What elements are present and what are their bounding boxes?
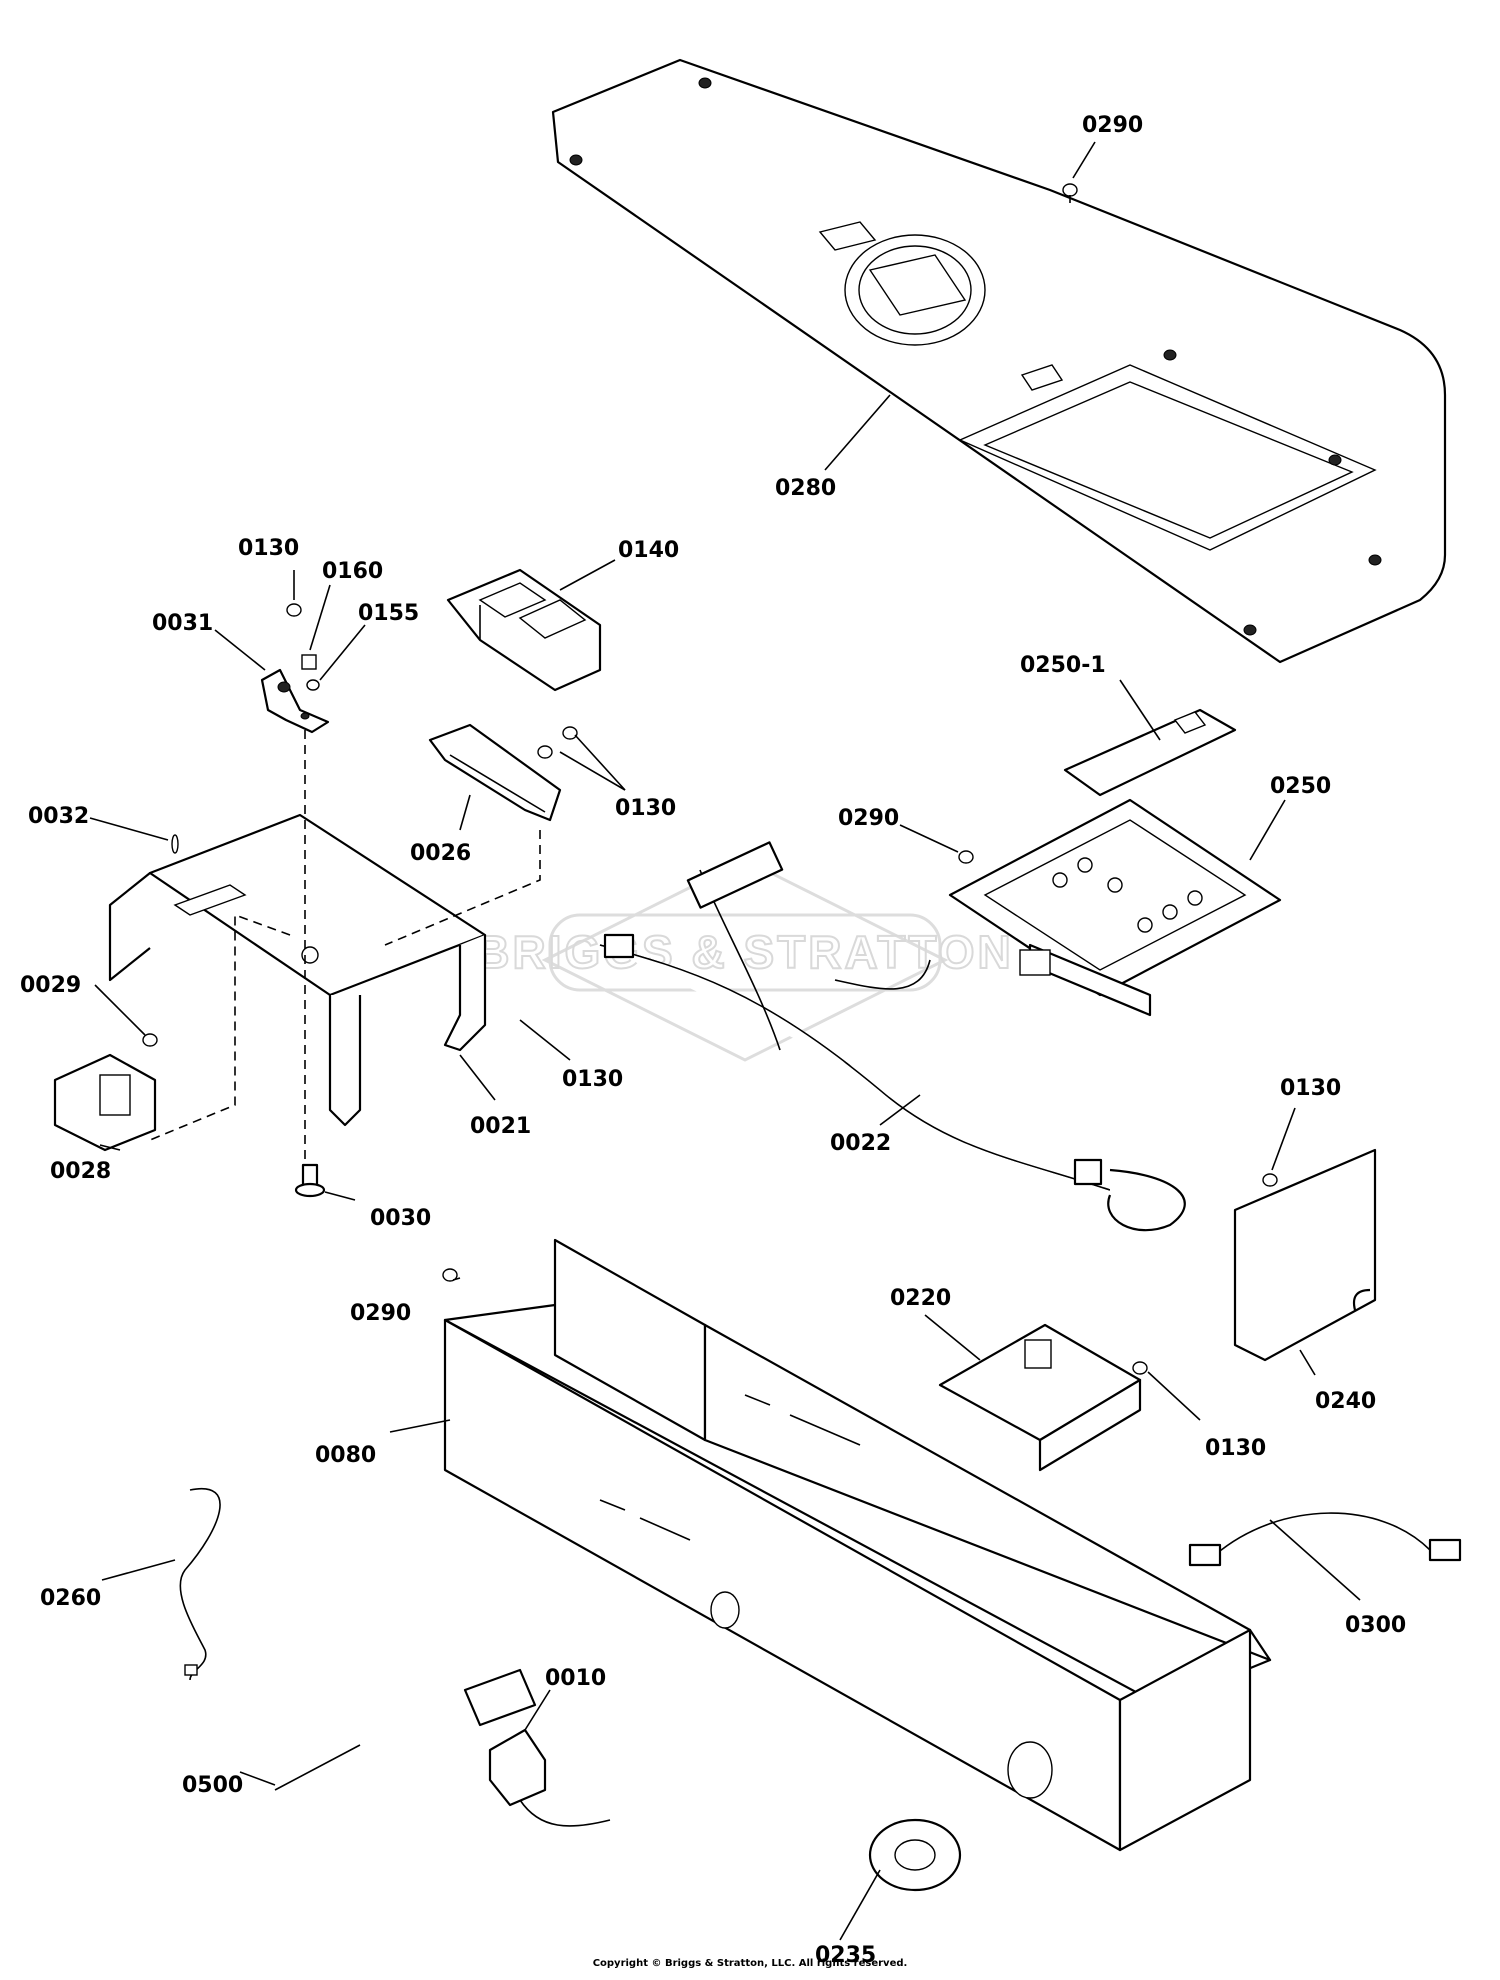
callout-0250: 0250 <box>1270 774 1331 799</box>
holder-0028 <box>53 1053 157 1152</box>
callout-0290-top: 0290 <box>1082 113 1143 138</box>
bolt-0030 <box>294 1163 326 1198</box>
callout-0290-middle: 0290 <box>838 806 899 831</box>
callout-0026: 0026 <box>410 841 471 866</box>
callout-0130-a: 0130 <box>238 536 299 561</box>
rod-0500 <box>274 1744 361 1791</box>
callout-0160: 0160 <box>322 559 383 584</box>
callout-0028: 0028 <box>50 1159 111 1184</box>
transformer-0010 <box>463 1668 611 1827</box>
cover-0250-1 <box>1063 708 1237 797</box>
callout-0250-1: 0250-1 <box>1020 653 1106 678</box>
watermark: BRIGGS & STRATTON <box>475 858 1013 1062</box>
callout-0030: 0030 <box>370 1206 431 1231</box>
cable-0300 <box>1188 1512 1462 1567</box>
bracket-0031 <box>260 668 330 734</box>
callout-0021: 0021 <box>470 1114 531 1139</box>
top-cover-0280 <box>551 58 1447 664</box>
callout-0240: 0240 <box>1315 1389 1376 1414</box>
breaker-0140 <box>446 568 602 692</box>
assembly-lines <box>149 730 541 1160</box>
callout-labels: 0280 0290 0130 0160 0155 0031 0140 0250-… <box>20 113 1406 1968</box>
rail-0026 <box>428 723 562 822</box>
callout-0029: 0029 <box>20 973 81 998</box>
callout-0080: 0080 <box>315 1443 376 1468</box>
wire-harness-0022 <box>599 841 1186 1232</box>
callout-0220: 0220 <box>890 1286 951 1311</box>
callout-0290-lower: 0290 <box>350 1301 411 1326</box>
control-panel-0250 <box>948 798 1282 1017</box>
screw-0290-top <box>1062 183 1078 203</box>
leader-lines <box>89 141 1361 1941</box>
callout-0260: 0260 <box>40 1586 101 1611</box>
copyright-notice: Copyright © Briggs & Stratton, LLC. All … <box>592 1958 908 1969</box>
callout-0130-e: 0130 <box>1205 1436 1266 1461</box>
callout-0031: 0031 <box>152 611 213 636</box>
watermark-text: BRIGGS & STRATTON <box>476 926 1013 978</box>
callout-0155: 0155 <box>358 601 419 626</box>
callout-0022: 0022 <box>830 1131 891 1156</box>
panel-0240 <box>1233 1148 1377 1362</box>
callout-0130-d: 0130 <box>1280 1076 1341 1101</box>
callout-0300: 0300 <box>1345 1613 1406 1638</box>
callout-0032: 0032 <box>28 804 89 829</box>
ring-0235 <box>868 1818 962 1892</box>
wire-0260 <box>179 1487 221 1681</box>
callout-0130-b: 0130 <box>615 796 676 821</box>
housing-0080 <box>443 1238 1272 1852</box>
circuit-board-0220 <box>938 1323 1142 1472</box>
callout-0500: 0500 <box>182 1773 243 1798</box>
callout-0140: 0140 <box>618 538 679 563</box>
callout-0280: 0280 <box>775 476 836 501</box>
callout-0235: 0235 <box>815 1943 876 1968</box>
hardware-0130-0160-0155 <box>286 603 320 691</box>
base-tray-0021 <box>108 813 487 1127</box>
callout-0130-c: 0130 <box>562 1067 623 1092</box>
callout-0010: 0010 <box>545 1666 606 1691</box>
